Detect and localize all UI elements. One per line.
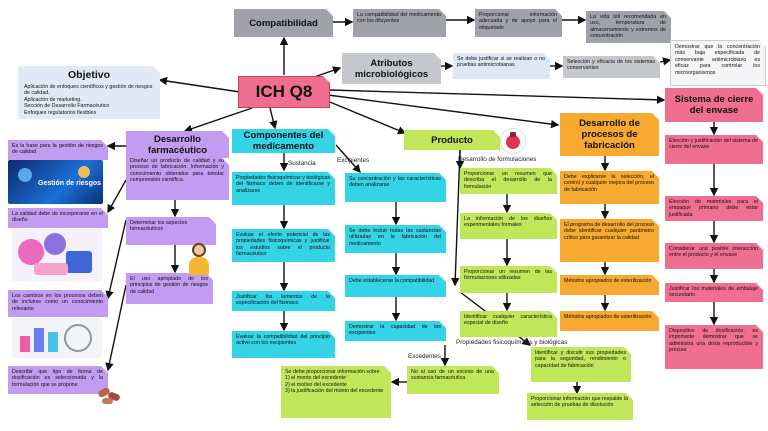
cierre-box-5: Dispositivo de dosificación. es importan…	[665, 325, 763, 369]
cierre-box-1: Elección y justificación del sistema de …	[665, 135, 763, 164]
objetivo-item: Aplicación de marketing.	[24, 96, 82, 103]
sustancia-box-3: Justificar los lamentos de la especifica…	[232, 291, 335, 311]
pills-icon	[97, 385, 124, 405]
desarrollo-farmaceutico-box-3: El uso apropiado de los principios de ge…	[126, 273, 213, 304]
objetivo-item: Aplicación de enfoques científicos y ges…	[24, 83, 153, 97]
central-topic: ICH Q8	[238, 76, 330, 108]
left-note-1: Es la base para la gestión de riesgos de…	[8, 140, 108, 160]
sustancia-box-2: Evaluar el efecto potencial de las propi…	[232, 229, 335, 262]
desarrollo-farmaceutico-box-1: Diseñar un producto de calidad y su proc…	[126, 158, 229, 200]
cierre-box-4: Justificar los materiales de embalaje se…	[665, 283, 763, 302]
desarrollo-farmaceutico-heading: Desarrollo farmacéutico	[126, 131, 229, 158]
design-illustration	[12, 229, 102, 281]
propiedades-box-1: Identificar y discutir sus propiedades p…	[531, 347, 631, 382]
sustancia-label: Sustancia	[288, 160, 316, 167]
excipientes-box-3: Debe establecerse la compatibilidad	[345, 275, 446, 297]
procesos-box-3: Métodos apropiados de esterilización	[560, 275, 659, 295]
left-note-3: Los cambios en los procesos deben de inc…	[8, 290, 108, 317]
cierre-box-2: Elección de materiales para el empaque p…	[665, 196, 763, 221]
objetivo-title: Objetivo	[67, 69, 110, 81]
propiedades-label: Propiedades fisicoquímicas y biológicas	[456, 339, 568, 346]
excipientes-box-1: Su concentración y las características d…	[345, 173, 446, 202]
excedentes-box-2: Se debe proporcionar información sobre 1…	[281, 366, 391, 418]
componentes-heading: Componentes del medicamento	[232, 129, 335, 153]
desarrollo-farmaceutico-box-2: Determinar los aspectos farmacéuticos	[126, 217, 216, 245]
propiedades-box-2: Proporcionar información que respalde la…	[527, 393, 633, 420]
person-illustration	[186, 243, 212, 275]
risk-image-text: Gestión de riesgos	[38, 180, 102, 187]
formulacion-box-4: Identificar cualquier característica esp…	[460, 311, 557, 337]
compatibilidad-box-1: La compatibilidad del medicamento con lo…	[353, 9, 446, 37]
process-illustration	[12, 318, 102, 358]
cierre-box-3: Considerar una posible interacción entre…	[665, 243, 763, 269]
procesos-box-2: El programa de desarrollo del proceso de…	[560, 219, 659, 262]
atributos-box-2: Selección y eficacia de los sistemas con…	[563, 56, 660, 78]
formulaciones-label: Desarrollo de formulaciones	[458, 156, 537, 163]
medicine-icon	[500, 128, 526, 154]
excedentes-box-1: No al uso de un exceso de una sustancia …	[407, 366, 499, 394]
formulacion-box-1: Proporcionar un resumen que describa el …	[460, 168, 557, 194]
excipientes-box-2: Se debe incluir todas las sustancias uti…	[345, 225, 446, 253]
sustancia-box-1: Propiedades fisicoquímicas y biológicas …	[232, 172, 335, 205]
procesos-heading: Desarrollo de procesos de fabricación	[560, 113, 659, 156]
compatibilidad-box-3: La vida útil recomendada en uso, tempera…	[586, 11, 671, 43]
formulacion-box-2: La información de los diseños experiment…	[460, 213, 557, 239]
objetivo-panel: Objetivo Aplicación de enfoques científi…	[18, 66, 160, 119]
cierre-heading: Sistema de cierre del envase	[665, 88, 763, 122]
sustancia-box-4: Evaluar la compatibilidad del principio …	[232, 331, 335, 358]
excipientes-box-4: Demostrar la capacidad de los excipiente…	[345, 321, 446, 341]
compatibilidad-box-2: Proporcionar información adecuada y de a…	[475, 9, 562, 37]
risk-management-image: Gestión de riesgos	[8, 160, 103, 204]
atributos-box-3: Demostrar que la concentración más baja …	[670, 40, 766, 86]
atributos-box-1: Se debe justificar si se realizan o no p…	[453, 53, 550, 79]
atributos-heading: Atributos microbiológicos	[342, 53, 441, 84]
excipientes-label: Excipientes	[337, 157, 370, 164]
formulacion-box-3: Proporcionar un resumen de las formulaci…	[460, 266, 557, 293]
objetivo-item: Enfoques regulatorios flexibles	[24, 109, 97, 116]
left-note-4: Describir que tipo de forma de dosificac…	[8, 366, 108, 394]
excedentes-label: Excedentes	[408, 353, 441, 360]
procesos-box-1: Debe explicarse la selección, el control…	[560, 171, 659, 204]
producto-heading: Producto	[404, 130, 500, 150]
procesos-box-4: Métodos apropiados de esterilización	[560, 311, 659, 331]
compatibilidad-heading: Compatibilidad	[234, 9, 333, 37]
objetivo-item: Sección de Desarrollo Farmacéutico	[24, 103, 110, 110]
left-note-2: La calidad debe de incorporarse en el di…	[8, 208, 108, 228]
